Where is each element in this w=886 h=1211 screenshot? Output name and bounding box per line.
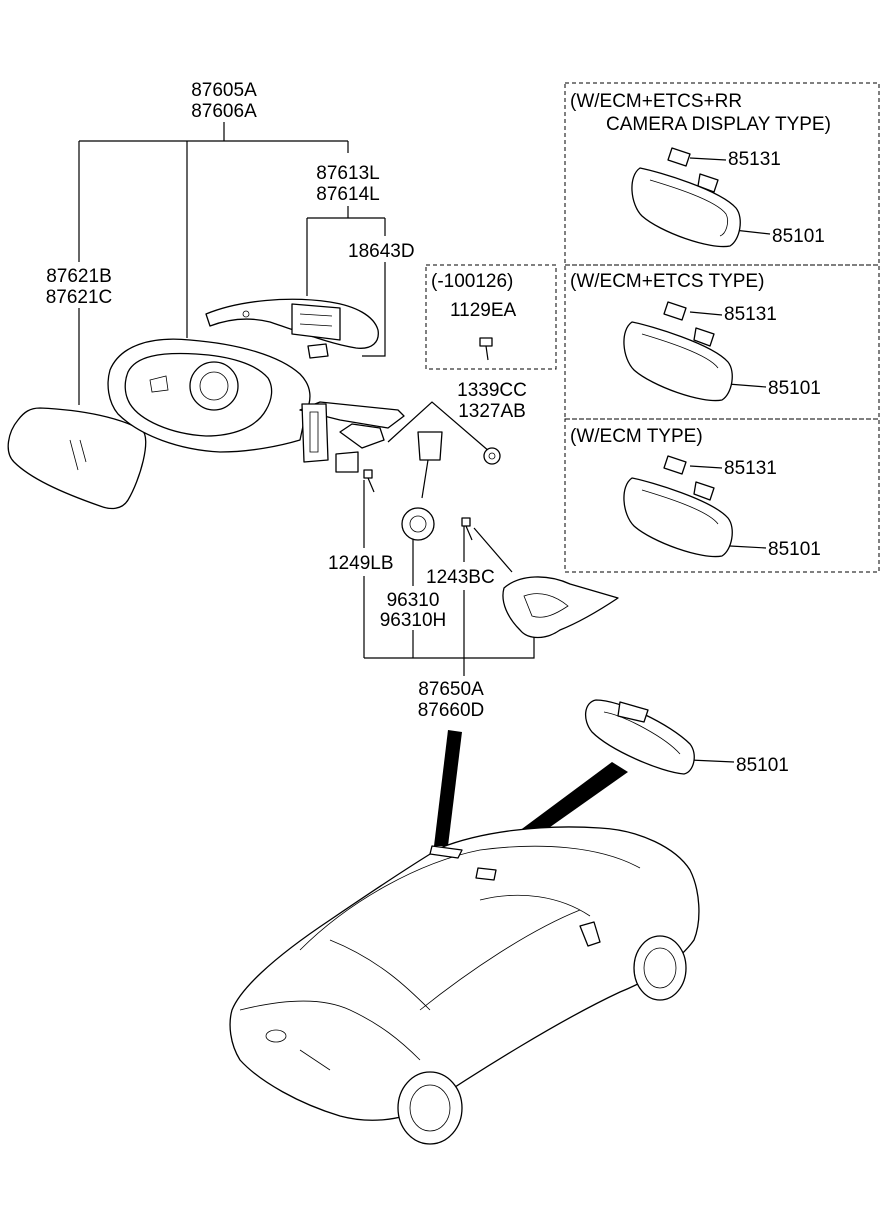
label-motor-b: 96310H	[379, 610, 447, 631]
option-box-ecm	[564, 418, 880, 573]
pointer-wedge-outer	[434, 730, 462, 846]
label-nut-a: 1339CC	[457, 380, 527, 401]
label-glass-b: 87621C	[45, 287, 113, 308]
inner-mirror-ecm	[623, 455, 733, 558]
leader-lines	[78, 122, 771, 763]
label-nut-b: 1327AB	[458, 401, 526, 422]
option-1-subtitle: CAMERA DISPLAY TYPE)	[606, 114, 831, 135]
label-lamp-b: 87614L	[316, 184, 380, 205]
mirror-base-cover	[502, 576, 619, 639]
option-1-title: (W/ECM+ETCS+RR	[570, 91, 743, 112]
inner-mirror-camera	[631, 147, 741, 248]
mirror-housing	[107, 338, 405, 473]
option-2-mirror: 85101	[768, 378, 821, 399]
label-motor-a: 96310	[386, 590, 440, 611]
hardware-parts	[363, 337, 501, 541]
inner-mirror-etcs	[623, 301, 733, 402]
label-screw-lb: 1249LB	[328, 553, 394, 574]
option-2-title: (W/ECM+ETCS TYPE)	[570, 271, 765, 292]
label-housing-a: 87605A	[191, 80, 257, 101]
option-3-mirror: 85101	[768, 539, 821, 560]
label-housing-b: 87606A	[191, 101, 257, 122]
mirror-glass	[7, 407, 147, 510]
variant-label: (-100126)	[431, 271, 514, 292]
variant-box	[425, 264, 557, 370]
option-1-cover: 85131	[728, 149, 781, 170]
label-assy-a: 87650A	[418, 679, 484, 700]
label-lamp-a: 87613L	[316, 163, 380, 184]
label-assy-b: 87660D	[417, 700, 485, 721]
option-3-title: (W/ECM TYPE)	[570, 426, 703, 447]
label-inner-mirror: 85101	[736, 755, 789, 776]
option-1-mirror: 85101	[772, 226, 825, 247]
label-variant-part: 1129EA	[450, 300, 517, 321]
label-glass-a: 87621B	[46, 266, 112, 287]
option-3-cover: 85131	[724, 458, 777, 479]
inner-mirror-large	[585, 699, 695, 775]
option-2-cover: 85131	[724, 304, 777, 325]
turn-signal-lamp	[205, 298, 379, 359]
car-outline	[229, 826, 700, 1145]
label-screw-bc: 1243BC	[426, 567, 495, 588]
label-bulb: 18643D	[348, 241, 415, 262]
